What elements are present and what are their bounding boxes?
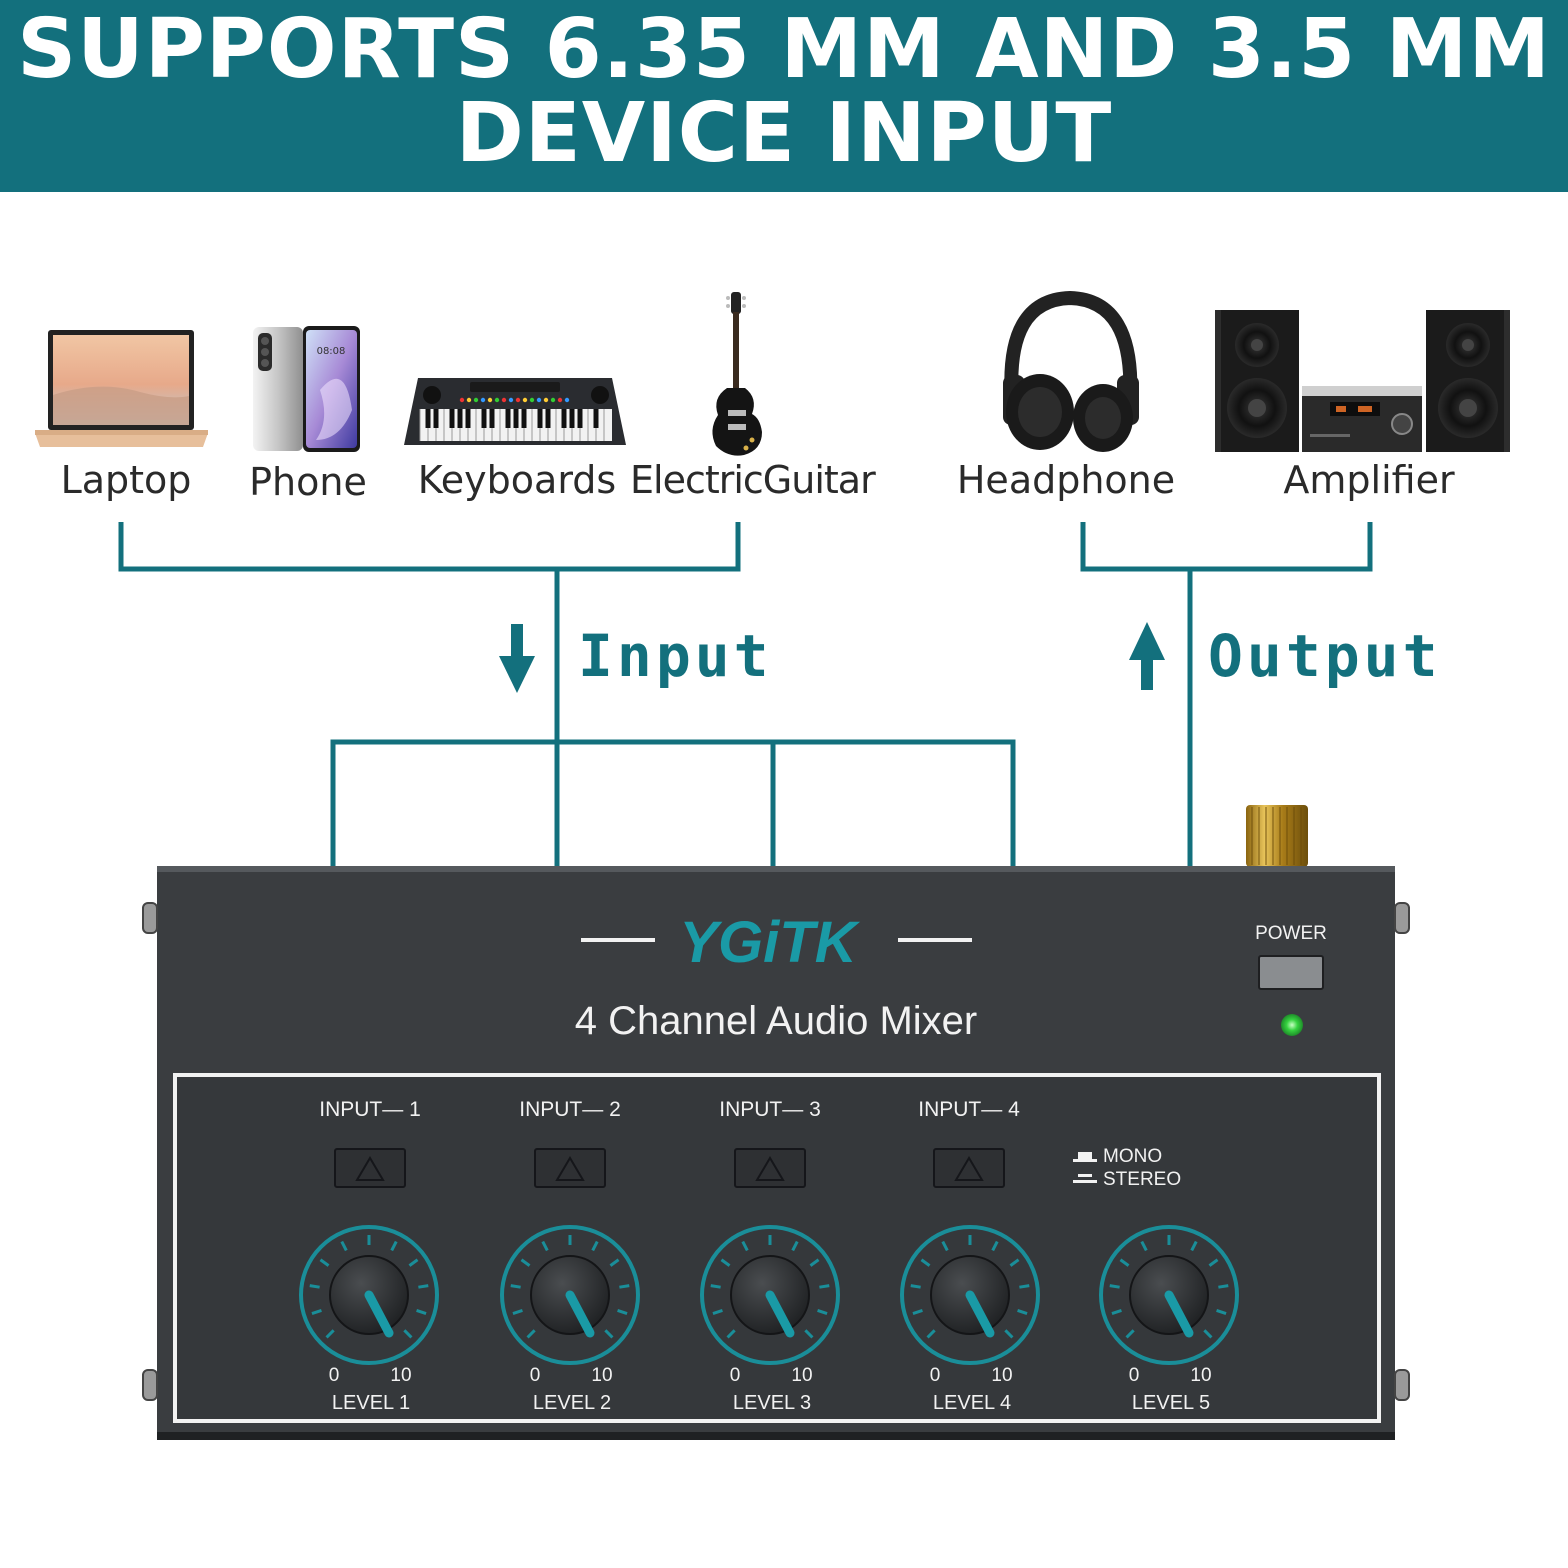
header-banner: SUPPORTS 6.35 MM AND 3.5 MM DEVICE INPUT — [0, 0, 1568, 192]
power-button[interactable] — [1258, 955, 1324, 990]
knob-max-label-3: 10 — [791, 1365, 812, 1386]
amplifier-icon — [1215, 310, 1510, 452]
screw-icon — [142, 902, 1410, 1401]
knob-min-label-4: 0 — [930, 1365, 941, 1386]
phone-clock: 08:08 — [317, 346, 346, 357]
antenna-connector — [1246, 805, 1308, 867]
input-label-2: INPUT— 2 — [519, 1098, 621, 1121]
output-connector-lines — [1080, 522, 1373, 866]
brand-logo: YGiTK — [679, 910, 860, 975]
knob-level-label-1: LEVEL 1 — [332, 1392, 410, 1414]
input-flow-label: Input — [578, 622, 773, 690]
knob-max-label-4: 10 — [991, 1365, 1012, 1386]
knob-level-label-2: LEVEL 2 — [533, 1392, 611, 1414]
arrow-up-icon — [1129, 622, 1165, 690]
input-button-3[interactable] — [734, 1148, 806, 1188]
laptop-icon — [35, 330, 208, 447]
knob-level-label-4: LEVEL 4 — [933, 1392, 1011, 1414]
input-button-1[interactable] — [334, 1148, 406, 1188]
device-label-laptop: Laptop — [60, 458, 192, 502]
mode-stereo-label: STEREO — [1103, 1169, 1181, 1190]
input-label-3: INPUT— 3 — [719, 1098, 821, 1121]
level-knob-2[interactable] — [500, 1225, 640, 1365]
input-connector-lines — [118, 522, 1016, 866]
level-knob-5[interactable] — [1099, 1225, 1239, 1365]
guitar-icon — [712, 292, 762, 456]
input-label-1: INPUT— 1 — [319, 1098, 421, 1121]
device-label-headphone: Headphone — [956, 458, 1176, 502]
mode-mono-label: MONO — [1103, 1146, 1162, 1167]
power-led — [1281, 1014, 1303, 1036]
knob-level-label-5: LEVEL 5 — [1132, 1392, 1210, 1414]
headphone-icon — [1003, 290, 1139, 452]
knob-min-label-1: 0 — [329, 1365, 340, 1386]
mode-indicator — [1073, 1152, 1097, 1183]
input-button-4[interactable] — [933, 1148, 1005, 1188]
phone-icon: 08:08 — [253, 326, 360, 452]
level-knob-4[interactable] — [900, 1225, 1040, 1365]
output-flow-label: Output — [1208, 622, 1442, 690]
knob-level-label-3: LEVEL 3 — [733, 1392, 811, 1414]
knob-max-label-1: 10 — [390, 1365, 411, 1386]
knob-min-label-3: 0 — [730, 1365, 741, 1386]
banner-title-line1: SUPPORTS 6.35 MM AND 3.5 MM — [17, 2, 1551, 97]
banner-title-line2: DEVICE INPUT — [455, 86, 1113, 181]
knob-min-label-5: 0 — [1129, 1365, 1140, 1386]
device-label-amplifier: Amplifier — [1283, 458, 1455, 502]
input-button-2[interactable] — [534, 1148, 606, 1188]
power-label: POWER — [1255, 923, 1327, 944]
device-label-phone: Phone — [249, 460, 367, 504]
device-label-electric-guitar: ElectricGuitar — [630, 458, 876, 502]
device-label-keyboards: Keyboards — [417, 458, 617, 502]
level-knob-1[interactable] — [299, 1225, 439, 1365]
device-title: 4 Channel Audio Mixer — [575, 999, 977, 1043]
level-knob-3[interactable] — [700, 1225, 840, 1365]
arrow-down-icon — [499, 624, 535, 693]
input-label-4: INPUT— 4 — [918, 1098, 1020, 1121]
keyboard-icon — [404, 378, 626, 445]
knob-max-label-5: 10 — [1190, 1365, 1211, 1386]
knob-min-label-2: 0 — [530, 1365, 541, 1386]
knob-max-label-2: 10 — [591, 1365, 612, 1386]
